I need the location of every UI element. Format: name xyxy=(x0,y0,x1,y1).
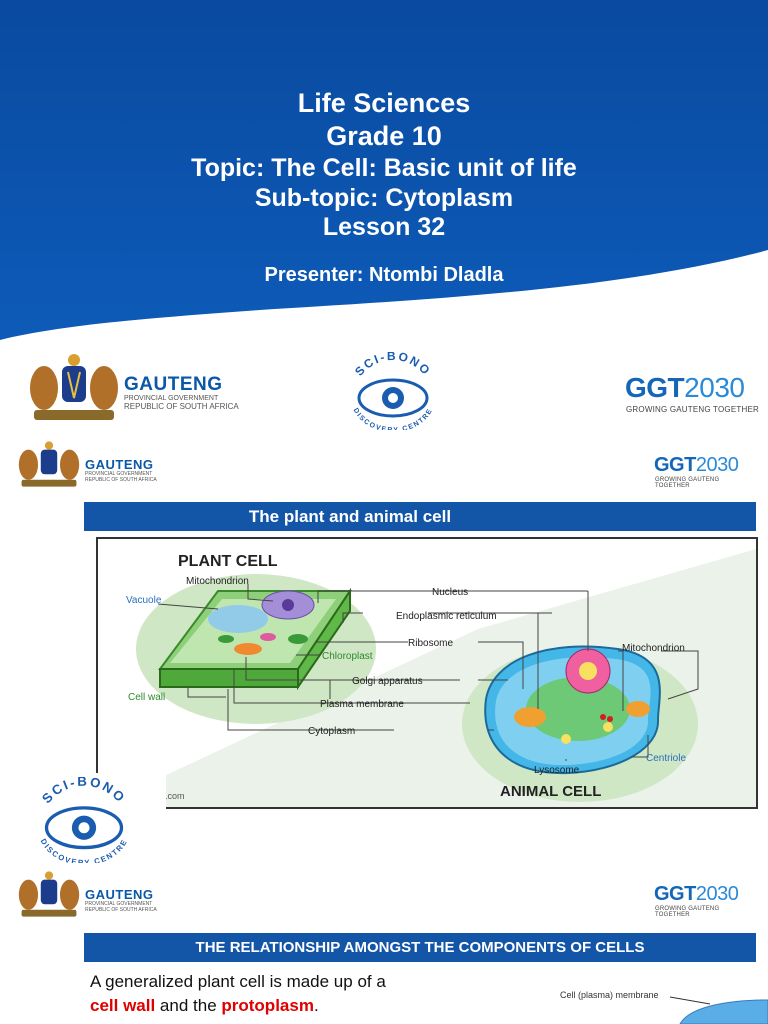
gauteng-subline2: REPUBLIC OF SOUTH AFRICA xyxy=(124,402,239,411)
gauteng-wordmark: GAUTENG xyxy=(124,374,223,395)
presenter-name: Presenter: Ntombi Dladla xyxy=(264,264,504,286)
title-slide: Life Sciences Grade 10 Topic: The Cell: … xyxy=(0,0,768,340)
slide-lesson: Lesson 32 xyxy=(322,213,446,241)
label-ribosome: Ribosome xyxy=(408,638,453,649)
label-er: Endoplasmic reticulum xyxy=(396,611,497,622)
gauteng-logo-small: GAUTENG PROVINCIAL GOVERNMENT REPUBLIC O… xyxy=(14,440,184,490)
membrane-diagram xyxy=(669,996,768,1024)
slide3-heading: THE RELATIONSHIP AMONGST THE COMPONENTS … xyxy=(195,939,645,956)
ggt2030-logo-small-2: GGT2030 GROWING GAUTENG TOGETHER xyxy=(654,883,754,918)
label-chloroplast: Chloroplast xyxy=(322,651,373,662)
term-protoplasm: protoplasm xyxy=(221,996,314,1015)
label-cytoplasm: Cytoplasm xyxy=(308,726,355,737)
body-line-1: A generalized plant cell is made up of a xyxy=(90,972,386,991)
cell-diagram-frame: PLANT CELL ANIMAL CELL Mitochondrion Vac… xyxy=(96,537,758,809)
label-golgi: Golgi apparatus xyxy=(352,676,423,687)
gauteng-wordmark: GAUTENG xyxy=(85,457,154,472)
gauteng-logo-small-2: GAUTENG PROVINCIAL GOVERNMENT REPUBLIC O… xyxy=(14,870,184,920)
diagram-watermark: o.com xyxy=(160,791,185,801)
coat-of-arms-icon xyxy=(18,871,80,917)
label-mitochondrion-plant: Mitochondrion xyxy=(186,576,249,587)
membrane-diagram-label: Cell (plasma) membrane xyxy=(560,990,659,1000)
svg-text:SCI-BONO: SCI-BONO xyxy=(352,352,434,379)
gauteng-subline1: PROVINCIAL GOVERNMENT xyxy=(85,901,153,907)
gauteng-wordmark: GAUTENG xyxy=(85,887,154,902)
slide3-body-text: A generalized plant cell is made up of a… xyxy=(90,970,450,1018)
gauteng-subline1: PROVINCIAL GOVERNMENT xyxy=(85,471,153,477)
ggt-tagline: GROWING GAUTENG TOGETHER xyxy=(626,405,759,414)
coat-of-arms-icon xyxy=(30,354,118,420)
slide3-heading-bar: THE RELATIONSHIP AMONGST THE COMPONENTS … xyxy=(84,933,756,962)
ggt2030-logo-small: GGT2030 GROWING GAUTENG TOGETHER xyxy=(654,454,754,489)
ggt-wordmark: GGT2030 xyxy=(654,883,739,905)
ggt-wordmark: GGT2030 xyxy=(625,372,745,403)
title-banner-background xyxy=(0,0,768,340)
slide-grade: Grade 10 xyxy=(326,121,442,151)
ggt2030-logo: GGT2030 GROWING GAUTENG TOGETHER xyxy=(625,372,760,417)
slide2-heading: The plant and animal cell xyxy=(248,506,452,526)
coat-of-arms-icon xyxy=(18,441,80,487)
label-mitochondrion-animal: Mitochondrion xyxy=(622,643,685,654)
animal-cell-title: ANIMAL CELL xyxy=(500,783,601,800)
label-centriole: Centriole xyxy=(646,753,686,764)
label-plasma-membrane: Plasma membrane xyxy=(320,699,404,710)
body-line-2: cell wall and the protoplasm. xyxy=(90,994,450,1018)
label-cell-wall: Cell wall xyxy=(128,692,165,703)
ggt-wordmark: GGT2030 xyxy=(654,454,739,476)
slide-title: Life Sciences xyxy=(297,88,471,118)
gauteng-logo: GAUTENG PROVINCIAL GOVERNMENT REPUBLIC O… xyxy=(24,352,244,422)
label-vacuole: Vacuole xyxy=(126,595,162,606)
scibono-eye-icon: SCI-BONO DISCOVERY CENTRE xyxy=(39,777,129,863)
ggt-tagline: GROWING GAUTENG TOGETHER xyxy=(655,906,720,918)
scibono-logo: SCI-BONO DISCOVERY CENTRE xyxy=(333,352,453,430)
gauteng-subline1: PROVINCIAL GOVERNMENT xyxy=(124,395,219,402)
plant-cell-title: PLANT CELL xyxy=(178,553,278,570)
slide2-heading-bar: The plant and animal cell xyxy=(84,502,756,531)
term-cell-wall: cell wall xyxy=(90,996,156,1015)
label-nucleus: Nucleus xyxy=(432,587,468,598)
scibono-eye-icon: SCI-BONO DISCOVERY CENTRE xyxy=(352,352,434,430)
label-lysosome: Lysosome xyxy=(534,765,580,776)
body-period: . xyxy=(313,996,319,1015)
gauteng-subline2: REPUBLIC OF SOUTH AFRICA xyxy=(85,907,157,913)
ggt-tagline: GROWING GAUTENG TOGETHER xyxy=(655,477,720,489)
cell-diagram: PLANT CELL ANIMAL CELL Mitochondrion Vac… xyxy=(98,549,756,807)
svg-text:SCI-BONO: SCI-BONO xyxy=(39,777,129,806)
slide-topic: Topic: The Cell: Basic unit of life xyxy=(191,154,577,182)
gauteng-subline2: REPUBLIC OF SOUTH AFRICA xyxy=(85,477,157,483)
body-connector: and the xyxy=(155,996,222,1015)
scibono-logo-overlay: SCI-BONO DISCOVERY CENTRE xyxy=(0,773,166,863)
slide-subtopic: Sub-topic: Cytoplasm xyxy=(254,184,514,212)
